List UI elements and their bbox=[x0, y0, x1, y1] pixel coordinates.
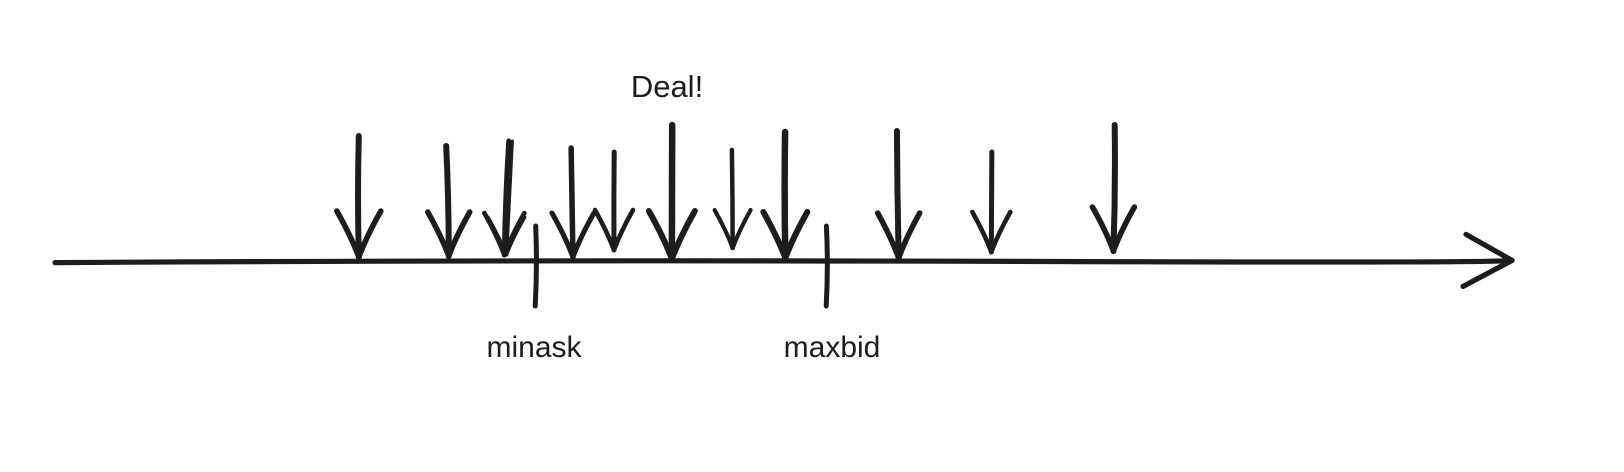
arrow-head-left bbox=[486, 215, 509, 257]
tick-mark-minask bbox=[532, 223, 539, 309]
arrow-head-left bbox=[645, 208, 675, 262]
arrow-head-right bbox=[1110, 204, 1138, 254]
axis-group bbox=[52, 231, 1515, 289]
tick-mark-maxbid bbox=[823, 223, 830, 309]
arrow-shaft bbox=[1110, 122, 1118, 254]
arrow-head-right bbox=[445, 209, 473, 259]
arrow-shaft bbox=[893, 128, 902, 261]
value-arrow bbox=[645, 121, 698, 263]
arrow-shaft bbox=[443, 143, 452, 259]
value-arrow bbox=[334, 133, 384, 260]
arrow-head-left bbox=[592, 207, 617, 253]
arrow-head-right bbox=[895, 210, 923, 261]
value-arrow bbox=[592, 149, 636, 253]
arrow-shaft bbox=[568, 145, 576, 260]
axis-tick-maxbid bbox=[823, 223, 830, 309]
arrow-head-right bbox=[356, 208, 384, 260]
ticks-group bbox=[532, 223, 830, 309]
axis-arrowhead-lower bbox=[1460, 257, 1515, 289]
deal-annotation-label: Deal! bbox=[631, 69, 703, 104]
value-arrow bbox=[874, 128, 923, 261]
arrow-shaft bbox=[501, 138, 512, 258]
tick-label-minask: minask bbox=[486, 331, 582, 364]
arrows-group bbox=[334, 121, 1138, 263]
arrow-shaft bbox=[505, 139, 514, 257]
value-arrow bbox=[482, 138, 527, 258]
arrow-head-right bbox=[730, 207, 753, 251]
arrow-head-right bbox=[611, 207, 636, 253]
arrow-head-right bbox=[570, 210, 597, 260]
arrow-shaft bbox=[988, 149, 995, 255]
labels-group: minask maxbid Deal! bbox=[486, 69, 880, 364]
arrow-head-left bbox=[482, 210, 507, 258]
arrow-head-right bbox=[505, 215, 527, 257]
value-arrow bbox=[970, 149, 1013, 255]
value-arrow bbox=[760, 128, 811, 262]
axis-tick-minask bbox=[532, 223, 539, 309]
axis-arrowhead-upper bbox=[1463, 231, 1515, 263]
value-arrow bbox=[712, 147, 753, 251]
axis-line bbox=[52, 257, 1515, 266]
arrow-head-left bbox=[712, 207, 735, 251]
arrow-head-right bbox=[782, 209, 811, 261]
arrow-shaft bbox=[781, 128, 789, 262]
arrow-head-right bbox=[668, 208, 698, 262]
arrow-head-left bbox=[1089, 204, 1117, 254]
tick-label-maxbid: maxbid bbox=[784, 331, 881, 364]
arrow-shaft bbox=[729, 147, 735, 251]
arrow-head-right bbox=[989, 209, 1013, 255]
value-arrow bbox=[1089, 122, 1138, 254]
arrow-shaft bbox=[355, 133, 362, 260]
value-arrow bbox=[549, 145, 597, 260]
arrow-head-left bbox=[970, 209, 994, 255]
value-arrow bbox=[424, 143, 473, 259]
